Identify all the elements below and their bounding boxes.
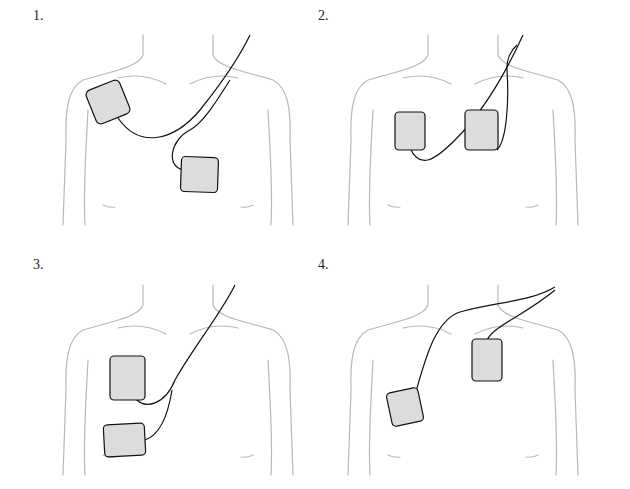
electrode-pad (395, 112, 425, 150)
torso-outline (63, 35, 293, 225)
electrode-pad (180, 156, 218, 192)
callout-number: 3. (33, 258, 44, 272)
callout-number: 2. (318, 9, 329, 23)
panel-one (63, 35, 293, 225)
pad-cable (497, 45, 517, 150)
electrode-pad (465, 110, 498, 150)
electrode-pad (85, 79, 132, 126)
pad-cable (145, 390, 172, 440)
callout-number: 4. (318, 258, 329, 272)
panel-four (348, 285, 578, 475)
panel-three (63, 285, 293, 475)
panel-two (348, 35, 578, 225)
torso-outline (63, 285, 293, 475)
torso-outline (348, 35, 578, 225)
pad-cable (487, 290, 555, 340)
callout-number: 1. (33, 9, 44, 23)
electrode-pad (110, 356, 145, 400)
electrode-pad (472, 339, 502, 381)
pad-cable (415, 287, 555, 395)
torso-outline (348, 285, 578, 475)
pad-cable (118, 35, 250, 138)
pad-cable (135, 285, 235, 404)
electrode-pad (386, 387, 424, 427)
electrode-pad (103, 423, 146, 457)
pad-cable (410, 35, 523, 160)
